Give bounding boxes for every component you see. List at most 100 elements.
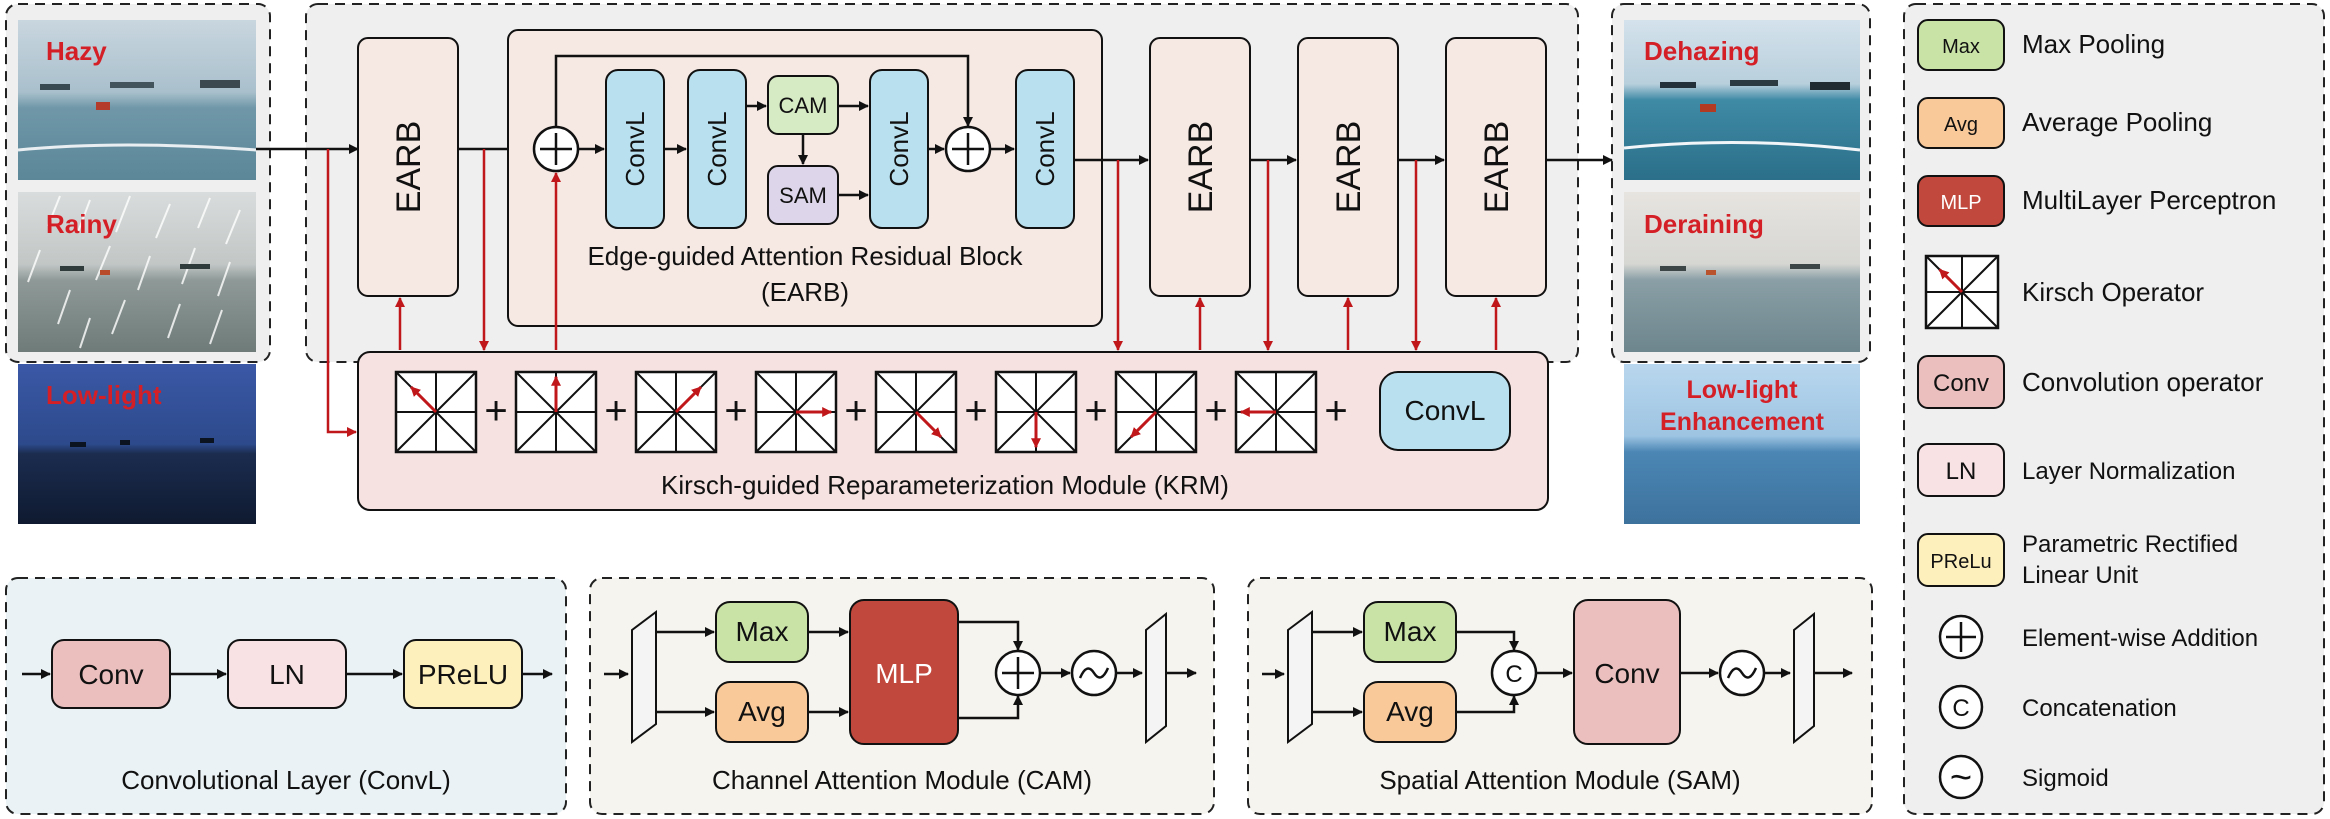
dehazing-image (1623, 20, 1861, 180)
legend-ln-badge (1917, 443, 2005, 497)
deraining-label: Deraining (1644, 209, 1764, 239)
rainy-image (18, 192, 256, 352)
legend-mlp-badge-text: MLP (1940, 192, 1981, 214)
legend-concat-symbol: C (1952, 695, 1969, 722)
cam-mlp-block (849, 599, 959, 745)
legend-ln-text: Layer Normalization (2022, 458, 2235, 485)
legend-add-text: Element-wise Addition (2022, 625, 2258, 652)
legend-mlp-badge (1917, 175, 2005, 227)
earb-title-line2: (EARB) (761, 277, 849, 307)
deraining-image (1624, 192, 1860, 352)
legend-prelu-text-line1: Parametric Rectified (2022, 531, 2238, 558)
legend-sigmoid-symbol: ~ (1950, 757, 1972, 799)
legend-sigmoid-icon (1938, 754, 1984, 800)
rainy-label: Rainy (46, 209, 117, 239)
legend-concat-icon (1938, 684, 1984, 730)
kirsch-operator-icon (1234, 370, 1318, 454)
cam-avg-label: Avg (738, 696, 786, 727)
kirsch-operator-icon (514, 370, 598, 454)
kirsch-operator-icon (754, 370, 838, 454)
lowlight-label: Low-light (46, 380, 162, 410)
cam-label: CAM (779, 93, 828, 118)
legend-prelu-text-line2: Linear Unit (2022, 562, 2138, 589)
legend-avg-badge-text: Avg (1944, 114, 1978, 136)
legend-max-text: Max Pooling (2022, 29, 2165, 59)
earb-block-2 (1149, 37, 1251, 297)
convl-module-title: Convolutional Layer (ConvL) (121, 765, 451, 795)
earb-label-3: EARB (1330, 121, 1368, 214)
cam-add-icon (994, 649, 1042, 697)
legend-concat-text: Concatenation (2022, 695, 2177, 722)
cam-mlp-label: MLP (875, 658, 933, 689)
lowlight-enhancement-image (1624, 364, 1860, 524)
plus-sign: + (724, 389, 747, 433)
sam-output-feature (1793, 611, 1815, 745)
legend-max-badge (1917, 19, 2005, 71)
earb-block-1 (357, 37, 459, 297)
convl-conv-label: Conv (78, 659, 143, 690)
sam-max-label: Max (1384, 616, 1437, 647)
convl-prelu-label: PReLU (418, 659, 508, 690)
convl-ln-label: LN (269, 659, 305, 690)
lowlight-enhancement-label-line2: Enhancement (1660, 408, 1825, 436)
kirsch-legend-square (1924, 254, 2000, 330)
legend-kirsch-text: Kirsch Operator (2022, 277, 2204, 307)
kirsch-operator-icon (634, 370, 718, 454)
sam-avg-label: Avg (1386, 696, 1434, 727)
legend-mlp-text: MultiLayer Perceptron (2022, 185, 2276, 215)
cam-output-feature (1145, 611, 1167, 745)
plus-sign: + (1324, 389, 1347, 433)
plus-sign: + (844, 389, 867, 433)
kirsch-operator-icon (394, 370, 478, 454)
legend-add-icon (1938, 614, 1984, 660)
legend-ln-badge-text: LN (1946, 458, 1977, 485)
legend-prelu-badge-text: PReLu (1930, 551, 1991, 573)
convl-label-a: ConvL (620, 111, 650, 186)
krm-convl-label: ConvL (1405, 395, 1486, 426)
convl-block-b (687, 69, 747, 229)
sam-input-feature (1287, 610, 1313, 744)
add-icon (532, 125, 580, 173)
krm-title: Kirsch-guided Reparameterization Module … (661, 470, 1229, 500)
sam-conv-label: Conv (1594, 658, 1659, 689)
kirsch-operator-icon (994, 370, 1078, 454)
cam-sigmoid-icon (1070, 649, 1118, 697)
legend-sigmoid-text: Sigmoid (2022, 765, 2109, 792)
cam-module-title: Channel Attention Module (CAM) (712, 765, 1092, 795)
earb-label-1: EARB (390, 121, 428, 214)
dehazing-label: Dehazing (1644, 36, 1760, 66)
earb-block-4 (1445, 37, 1547, 297)
cam-input-feature (631, 610, 657, 744)
convl-label-c: ConvL (884, 111, 914, 186)
earb-block-3 (1297, 37, 1399, 297)
kirsch-row: ++++++++ (394, 370, 1348, 454)
sam-module-title: Spatial Attention Module (SAM) (1379, 765, 1740, 795)
legend-panel (1903, 3, 2325, 815)
kirsch-operator-icon (1924, 254, 2000, 330)
earb-label-4: EARB (1478, 121, 1516, 214)
plus-sign: + (964, 389, 987, 433)
kirsch-operator-icon (1114, 370, 1198, 454)
sam-sigmoid-icon (1718, 649, 1766, 697)
legend-avg-badge (1917, 97, 2005, 149)
convl-label-d: ConvL (1030, 111, 1060, 186)
lowlight-image (18, 364, 256, 524)
legend-conv-text: Convolution operator (2022, 367, 2264, 397)
earb-title-line1: Edge-guided Attention Residual Block (587, 241, 1023, 271)
hazy-label: Hazy (46, 36, 107, 66)
convl-label-b: ConvL (702, 111, 732, 186)
plus-sign: + (1084, 389, 1107, 433)
earb-label-2: EARB (1182, 121, 1220, 214)
legend-conv-badge-text: Conv (1933, 370, 1989, 397)
legend-conv-badge (1917, 355, 2005, 409)
sam-label: SAM (779, 183, 827, 208)
kirsch-operator-icon (874, 370, 958, 454)
legend-prelu-badge (1917, 533, 2005, 587)
plus-sign: + (1204, 389, 1227, 433)
legend-avg-text: Average Pooling (2022, 107, 2212, 137)
krm-convl-block (1379, 371, 1511, 451)
legend-max-badge-text: Max (1942, 36, 1980, 58)
convl-block-d (1015, 69, 1075, 229)
sam-concat-label: C (1505, 661, 1522, 688)
